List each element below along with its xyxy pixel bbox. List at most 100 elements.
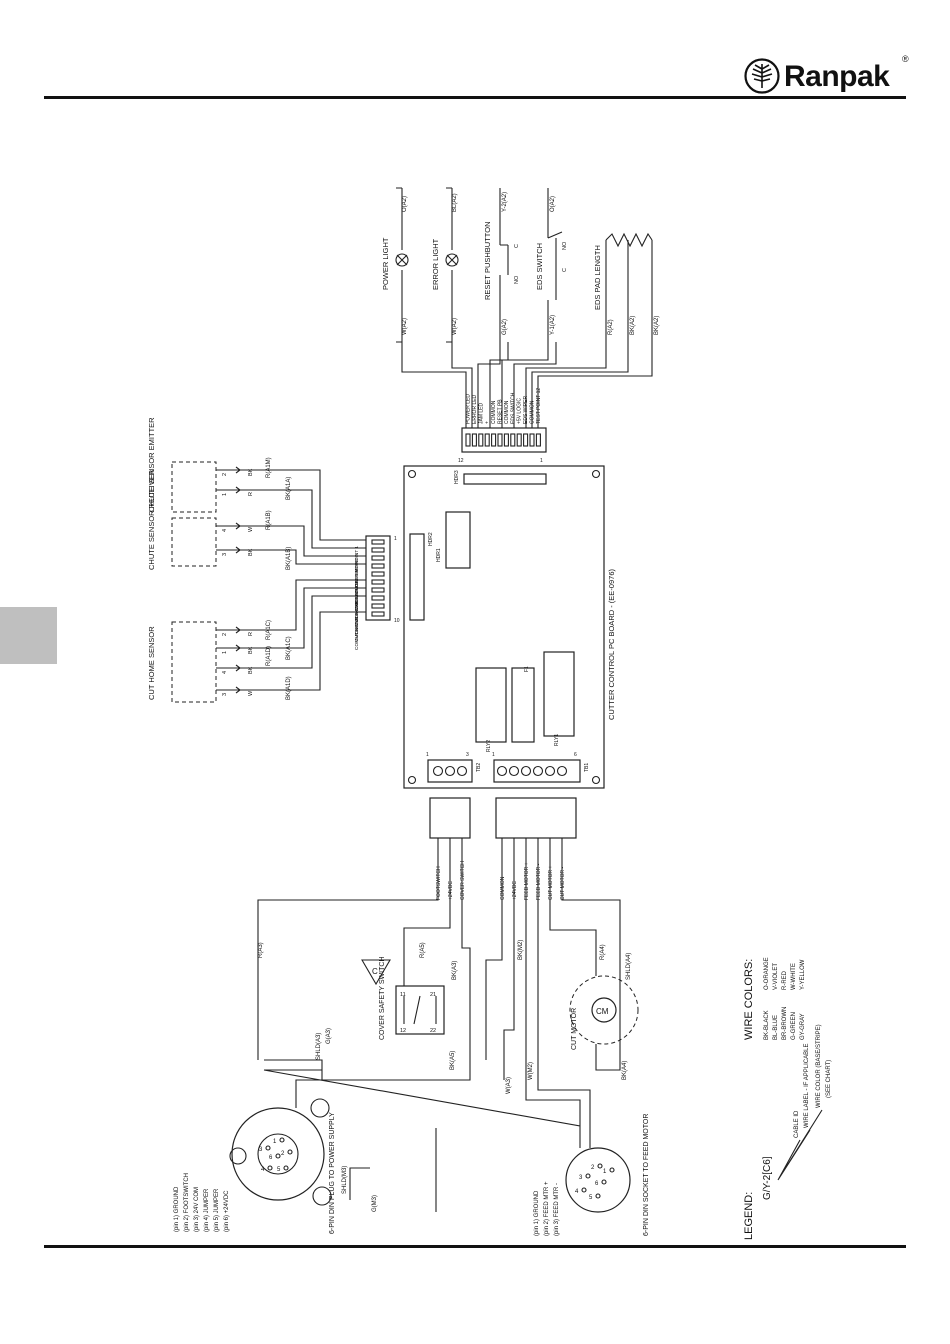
eds-wire-a: Y-1(A2) — [550, 315, 556, 335]
hdr3-pin — [510, 433, 516, 447]
hdr2-pin-last: 10 — [394, 618, 400, 624]
hdr2-pin — [371, 563, 385, 569]
cut-motor-title: CUT MOTOR — [571, 1008, 578, 1050]
hdr3-pin — [535, 433, 541, 447]
hdr2-pin-label: CHUTE-EMTR — [354, 562, 360, 594]
hdr2-pin — [371, 555, 385, 561]
wire-bk-a3: BK(A3) — [452, 961, 458, 980]
cut-motor-housing — [569, 975, 639, 1045]
power-plug-lock-icon — [229, 1147, 247, 1165]
cover-pin-21: 21 — [430, 992, 436, 998]
feed-socket-pin — [581, 1187, 587, 1193]
cover-pin-11: 11 — [400, 992, 406, 998]
f1-label: F1 — [524, 666, 530, 672]
tb1-wire-label: +24VDC — [512, 881, 518, 900]
brand-name: Ranpak — [784, 60, 890, 93]
legend-sample: G/Y-2[C6] — [762, 1156, 773, 1200]
hdr2-pin-label: COMMON — [354, 595, 360, 618]
hdr2-footprint — [409, 533, 425, 621]
eds-pad-wire-1: R(A2) — [608, 319, 614, 335]
wire-color-item: BL-BLUE — [773, 1015, 779, 1040]
chute-emitter-outline — [171, 461, 217, 513]
sensor-wire-letter: BK — [248, 548, 254, 556]
sensor-pin-number: 1 — [222, 493, 228, 496]
feed-socket-title: 6-PIN DIN SOCKET TO FEED MOTOR — [643, 1114, 650, 1236]
feed-socket-pin — [595, 1193, 601, 1199]
power-plug-pin-number: 1 — [273, 1139, 277, 1145]
cover-switch-marker-icon — [361, 959, 391, 986]
cover-switch-title: COVER SAFETY SWITCH — [379, 957, 386, 1041]
fuse-f1 — [511, 667, 535, 743]
sensor-wire-letter: W — [248, 526, 254, 532]
wire-color-item: GY-GRAY — [800, 1013, 806, 1040]
chute-emitter-title: CHUTE SENSOR EMITTER — [147, 417, 156, 512]
hdr3-pin-first: 12 — [458, 458, 464, 464]
power-plug-pin-number: 4 — [261, 1167, 265, 1173]
board-mount-hole — [407, 775, 417, 785]
pc-board-title: CUTTER CONTROL PC BOARD - (EE-0976) — [607, 569, 616, 720]
tb2-block — [427, 759, 473, 783]
hdr2-pin — [371, 611, 385, 617]
sensor-connector-icon — [235, 486, 241, 494]
hdr2-wire-bundle — [244, 469, 366, 691]
tb1-screw — [556, 765, 568, 777]
reset-pushbutton — [499, 188, 509, 342]
error-light-w: W(A2) — [452, 318, 458, 335]
tb1-wire-label: FEED MOTOR + — [524, 862, 530, 900]
hdr2-pin-label: COMMON — [354, 627, 360, 650]
tb2-pin-first: 1 — [426, 752, 429, 758]
sensor-pin-number: 1 — [222, 651, 228, 654]
power-plug-pin — [287, 1149, 293, 1155]
hdr3-pin — [478, 433, 484, 447]
tb1-screw — [520, 765, 532, 777]
hdr2-pin-label: CUT HOME-EMTR — [354, 585, 360, 626]
footer-rule — [44, 1245, 906, 1248]
sensor-pin-number: 4 — [222, 671, 228, 674]
wire-w-a3: W(A3) — [506, 1077, 512, 1094]
board-mount-hole — [591, 469, 601, 479]
tb2-wire-label: +24VDC — [448, 881, 454, 900]
wire-r-a5: R(A5) — [420, 942, 426, 958]
sensor-pin-number: 3 — [222, 553, 228, 556]
hdr2-pin — [371, 547, 385, 553]
wire-color-item: Y-YELLOW — [800, 959, 806, 990]
wire-r-a3: R(A3) — [258, 942, 264, 958]
main-wire-harness — [257, 838, 621, 1212]
power-plug-screw-icon — [310, 1098, 330, 1118]
hdr3-pin-label: ERROR LED — [472, 394, 478, 424]
sensor-connector-icon — [235, 664, 241, 672]
hdr3-pin-label: EDS SWITCH — [510, 392, 516, 424]
tb1-pin-first: 1 — [492, 752, 495, 758]
eds-switch — [547, 188, 563, 342]
sensor-wire-letter: W — [248, 690, 254, 696]
tb2-screw — [456, 765, 468, 777]
legend-item-4: (SEE CHART) — [826, 1060, 832, 1098]
chute-emitter-wire-1: R(A1M) — [266, 457, 272, 478]
hdr3-label: HDR3 — [454, 470, 460, 484]
cover-switch-contacts — [403, 995, 437, 1025]
ranpak-leaf-icon — [744, 58, 780, 94]
feed-socket-pin-desc: (pin 3) FEED MTR - — [554, 1183, 560, 1236]
hdr2-connector — [365, 535, 391, 621]
feed-socket-pin-number: 6 — [595, 1181, 599, 1187]
ranpak-logo: Ranpak ® — [744, 54, 914, 98]
sensor-wire-letter: BK — [248, 646, 254, 654]
sensor-connector-icon — [235, 686, 241, 694]
eds-pad-wire-3: BK(A2) — [654, 316, 660, 335]
feed-socket-pin-number: 3 — [579, 1175, 583, 1181]
hdr3-pin — [516, 433, 522, 447]
feed-socket-pin-number: 1 — [603, 1169, 607, 1175]
hdr3-pin-label: COMMON — [504, 400, 510, 424]
hdr2-pin-label: COMMON — [354, 611, 360, 634]
wire-colors-title: WIRE COLORS: — [743, 959, 755, 1040]
wire-bk-m2: BK(M2) — [518, 940, 524, 960]
rly2 — [475, 667, 507, 743]
feed-socket-pin — [585, 1173, 591, 1179]
hdr2-pin-first: 1 — [394, 536, 397, 542]
power-plug-pin-desc: (pin 4) JUMPER — [204, 1188, 210, 1232]
hdr1-footprint — [445, 511, 471, 569]
power-plug-pin-number: 3 — [259, 1147, 263, 1153]
legend-item-1: CABLE ID — [794, 1110, 800, 1138]
power-plug-pin-desc: (pin 1) GROUND — [174, 1186, 180, 1232]
reset-c: C — [514, 244, 520, 248]
